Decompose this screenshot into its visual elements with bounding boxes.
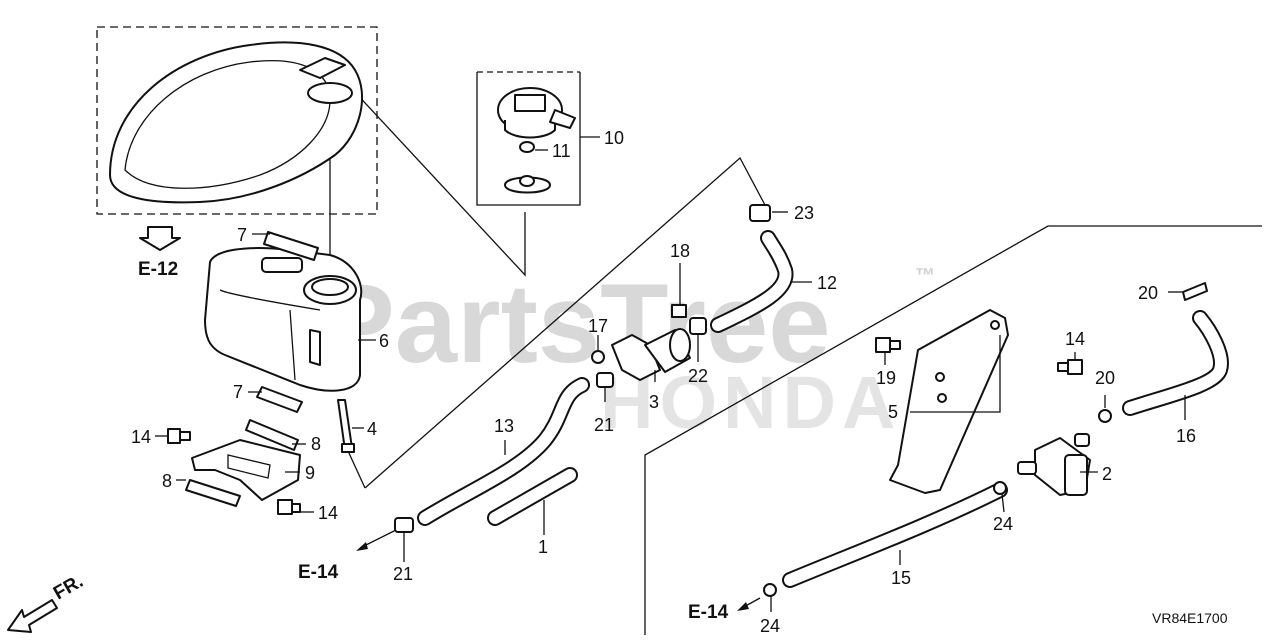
callout-14-right: 14 [1065,329,1085,349]
callout-24-lower: 24 [760,616,780,636]
callout-13: 13 [494,416,514,436]
e14-right-arrow [737,597,761,611]
callout-21-lower: 21 [393,564,413,584]
callout-leaders [155,136,1186,612]
leader-cover-to-cap [326,61,526,277]
callout-14-left: 14 [131,427,151,447]
bolt-19 [875,337,901,353]
callout-7-lower: 7 [233,382,243,402]
frame-line-right [644,225,1262,635]
clip-20-upper [1182,282,1208,301]
fuel-cap-group [476,71,581,206]
callout-17: 17 [588,316,608,336]
e12-label: E-12 [138,259,178,280]
fuel-hose-13 [417,377,590,526]
clip-24-lower [763,583,777,597]
callout-5: 5 [888,402,898,422]
callout-8-lower: 8 [162,471,172,491]
bolt-18 [671,304,687,318]
hose-clip-22 [689,317,707,335]
callout-18: 18 [670,241,690,261]
e14-left-label: E-14 [298,562,339,583]
diagram-code: VR84E1700 [1152,610,1228,626]
tank-seal-lower [256,386,303,413]
callout-4: 4 [367,419,377,439]
e12-reference: E-12 [138,226,181,280]
fuel-hose-12 [710,230,794,333]
callout-20-lower: 20 [1095,368,1115,388]
frame-line-middle [364,156,766,489]
bolt-4 [337,399,355,453]
hose-clip-21-upper [596,372,614,388]
fuel-tank [204,247,363,392]
callout-16: 16 [1176,426,1196,446]
e14-right-label: E-14 [688,602,729,623]
fuel-hose-1 [487,467,578,526]
callout-20-upper: 20 [1138,283,1158,303]
tank-bracket [191,439,301,501]
tank-seal-upper [263,231,319,261]
bolt-14-left [167,428,191,444]
clip-20-lower [1098,409,1112,423]
fuel-valve-2 [1017,433,1091,496]
callout-15: 15 [891,568,911,588]
hose-clip-21-lower [394,517,414,533]
callout-7-upper: 7 [237,225,247,245]
hose-clip-23 [749,204,771,222]
bolt-14-bottom [277,499,301,515]
fuel-hose-15 [782,482,1008,588]
callout-24-upper: 24 [993,514,1013,534]
callout-10: 10 [604,128,624,148]
callout-9: 9 [305,463,315,483]
watermark-trademark: ™ [915,265,935,287]
bolt-14-right [1057,359,1083,375]
callout-22: 22 [688,366,708,386]
callout-12: 12 [817,273,837,293]
callout-14-bottom: 14 [318,503,338,523]
watermark-brand: PartsTree [320,261,831,386]
bracket-rubber-upper [245,419,299,451]
fuel-valve-3 [611,328,691,381]
nut-17 [591,350,605,364]
callout-23: 23 [794,203,814,223]
front-direction-arrow [7,599,58,633]
callout-8-upper: 8 [311,434,321,454]
e14-left-arrow [356,529,397,551]
callout-19: 19 [876,368,896,388]
callout-1: 1 [538,537,548,557]
callout-21-upper: 21 [594,415,614,435]
front-direction-label: FR. [50,571,87,604]
callout-6: 6 [379,331,389,351]
callout-3: 3 [649,392,659,412]
callout-11: 11 [552,141,571,161]
bracket-rubber-lower [185,479,241,507]
callout-2: 2 [1102,464,1112,484]
clip-24-upper [993,481,1007,495]
fuel-hose-16 [1122,310,1229,416]
valve-bracket-5 [889,309,1009,494]
fuel-tank-cover [96,26,378,215]
